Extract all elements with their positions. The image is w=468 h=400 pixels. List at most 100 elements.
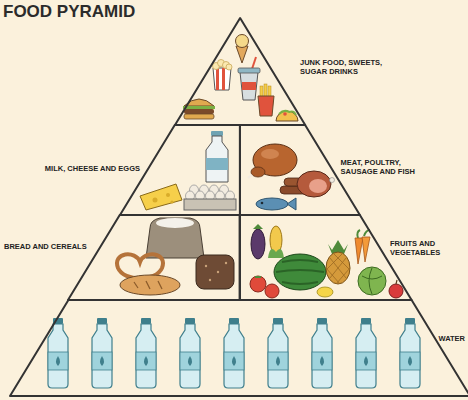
roast-turkey [248, 175, 252, 178]
band-label: MILK, CHEESE AND EGGS [45, 164, 140, 173]
cabbage [362, 268, 382, 294]
band-label: JUNK FOOD, SWEETS, SUGAR DRINKS [300, 58, 392, 77]
flour-sack [146, 218, 204, 258]
burger [184, 114, 214, 119]
taco [276, 111, 298, 121]
band-label: BREAD AND CEREALS [4, 242, 87, 251]
eggplant [251, 224, 265, 259]
band-outline [240, 215, 412, 300]
corn [268, 249, 284, 258]
milk-bottle [206, 136, 228, 182]
milk-bottle [206, 158, 228, 170]
fish [256, 198, 296, 210]
bread-loaf [158, 281, 162, 289]
cabbage [358, 267, 386, 295]
ice-cream [236, 35, 249, 64]
carrots [355, 230, 370, 264]
soda-cup [242, 82, 256, 90]
carrots [355, 238, 363, 264]
bread-loaf [120, 275, 180, 295]
rye-bread [196, 255, 234, 289]
pineapple [326, 252, 350, 284]
popcorn [226, 64, 232, 70]
bread-loaf [134, 282, 138, 288]
tomatoes [255, 276, 261, 278]
tomatoes [265, 284, 279, 298]
ham [309, 179, 327, 193]
roast-turkey [251, 167, 265, 177]
watermelon [276, 270, 324, 272]
burger [184, 109, 214, 113]
water-bottles [136, 318, 156, 388]
meat-band: MEAT, POULTRY, SAUSAGE AND FISH [240, 125, 360, 215]
taco [279, 111, 296, 115]
pineapple [326, 254, 350, 284]
junk-food-band: JUNK FOOD, SWEETS, SUGAR DRINKS [175, 18, 305, 125]
watermelon [274, 254, 326, 290]
popcorn [213, 68, 231, 90]
pineapple [326, 240, 350, 284]
roast-turkey [248, 144, 297, 178]
tomatoes [250, 276, 266, 292]
band-label: MEAT, POULTRY, SAUSAGE AND FISH [341, 158, 431, 177]
produce-band: FRUITS AND VEGETABLES [240, 215, 412, 300]
band-label: FRUITS AND VEGETABLES [390, 239, 464, 258]
pineapple [326, 254, 350, 284]
watermelon [282, 282, 318, 284]
fish [287, 198, 296, 210]
flour-sack [146, 218, 204, 258]
watermelon [282, 260, 318, 262]
egg-tray [184, 199, 236, 210]
band-outline [10, 300, 468, 396]
eggplant [251, 229, 265, 259]
eggplant [253, 224, 263, 229]
ham [297, 171, 331, 197]
lemon [317, 287, 333, 297]
tomatoes [250, 276, 279, 298]
fries [258, 96, 274, 116]
fish [261, 202, 264, 205]
rye-bread [217, 271, 219, 273]
water-bottles [312, 318, 332, 388]
taco [283, 112, 287, 116]
soda-cup [240, 72, 258, 100]
ham [297, 171, 335, 197]
fish [256, 198, 288, 210]
cheese [153, 198, 158, 203]
band-label: WATER [438, 334, 465, 343]
burger [183, 106, 215, 109]
roast-turkey [261, 149, 279, 159]
cheese [170, 200, 173, 203]
popcorn [216, 68, 219, 90]
water-bottles [356, 318, 376, 388]
water-bottles [400, 318, 420, 388]
carrots [362, 237, 370, 262]
rye-bread [209, 279, 211, 281]
band-outline [175, 18, 305, 125]
milk-bottle [211, 131, 223, 136]
water-bottles [48, 318, 420, 388]
bread-loaf [146, 281, 150, 289]
cheese [166, 193, 170, 197]
water-bottles [268, 318, 288, 388]
popcorn [213, 60, 233, 91]
water-bottles [180, 318, 200, 388]
rye-bread [196, 255, 234, 289]
soda-cup [238, 68, 260, 73]
apple [389, 284, 403, 298]
soda-cup [252, 57, 256, 69]
taco [276, 111, 298, 121]
title: FOOD PYRAMID [3, 2, 135, 22]
popcorn [222, 68, 225, 90]
dairy-band: MILK, CHEESE AND EGGS [120, 125, 240, 215]
burger [184, 109, 214, 114]
watermelon [274, 254, 326, 290]
lemon [317, 287, 333, 297]
ham [330, 178, 335, 183]
water-band: WATER [10, 300, 468, 396]
rye-bread [225, 262, 227, 264]
ice-cream [236, 46, 248, 63]
cheese [140, 184, 182, 210]
